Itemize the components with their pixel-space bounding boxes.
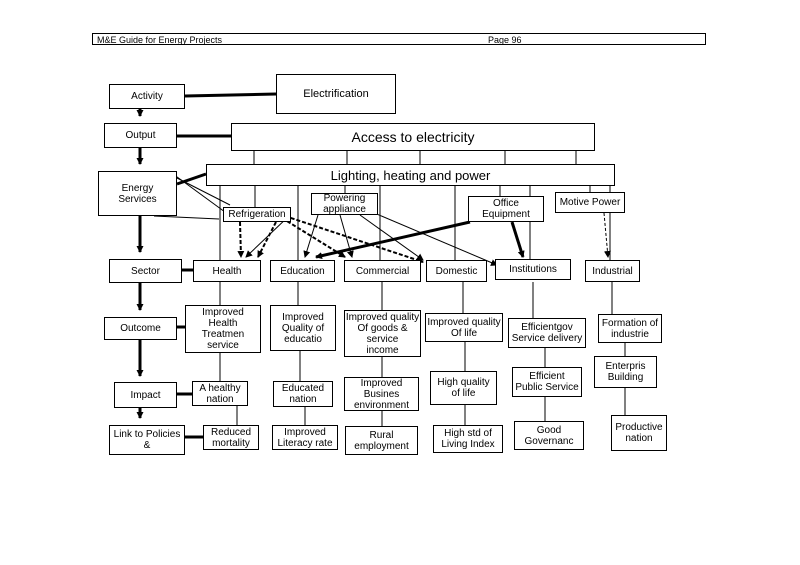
outcome-commercial: Improved quality Of goods & service inco… <box>344 310 421 357</box>
electrification-box: Electrification <box>276 74 396 114</box>
page-number: Page 96 <box>488 35 522 45</box>
level-link-to-policies: Link to Policies & <box>109 425 185 455</box>
sector-industrial: Industrial <box>585 260 640 282</box>
sector-institutions: Institutions <box>495 259 571 280</box>
sector-domestic: Domestic <box>426 260 487 282</box>
link-industrial: Productive nation <box>611 415 667 451</box>
level-energy-services: Energy Services <box>98 171 177 216</box>
link-education: Improved Literacy rate <box>272 425 338 450</box>
outcome-industrial: Formation of industrie <box>598 314 662 343</box>
service-refrigeration: Refrigeration <box>223 207 291 222</box>
link-domestic: High std of Living Index <box>433 425 503 453</box>
outcome-institutions: Efficientgov Service delivery <box>508 318 586 348</box>
impact-education: Educated nation <box>273 381 333 407</box>
outcome-health: Improved Health Treatmen service <box>185 305 261 353</box>
service-motive-power: Motive Power <box>555 192 625 213</box>
outcome-domestic: Improved quality Of life <box>425 313 503 342</box>
impact-commercial: Improved Busines environment <box>344 377 419 411</box>
link-institutions: Good Governanc <box>514 421 584 450</box>
link-health: Reduced mortality <box>203 425 259 450</box>
impact-institutions: Efficient Public Service <box>512 367 582 397</box>
level-output: Output <box>104 123 177 148</box>
impact-domestic: High quality of life <box>430 371 497 405</box>
level-impact: Impact <box>114 382 177 408</box>
sector-health: Health <box>193 260 261 282</box>
level-activity: Activity <box>109 84 185 109</box>
page-header: M&E Guide for Energy Projects Page 96 <box>92 33 706 45</box>
sector-commercial: Commercial <box>344 260 421 282</box>
link-commercial: Rural employment <box>345 426 418 455</box>
sector-education: Education <box>270 260 335 282</box>
service-powering-appliance: Powering appliance <box>311 193 378 215</box>
document-title: M&E Guide for Energy Projects <box>97 35 223 45</box>
impact-health: A healthy nation <box>192 381 248 406</box>
lighting-heating-power-box: Lighting, heating and power <box>206 164 615 186</box>
impact-industrial: Enterpris Building <box>594 356 657 388</box>
service-office-equipment: Office Equipment <box>468 196 544 222</box>
level-sector: Sector <box>109 259 182 283</box>
level-outcome: Outcome <box>104 317 177 340</box>
outcome-education: Improved Quality of educatio <box>270 305 336 351</box>
access-to-electricity-box: Access to electricity <box>231 123 595 151</box>
